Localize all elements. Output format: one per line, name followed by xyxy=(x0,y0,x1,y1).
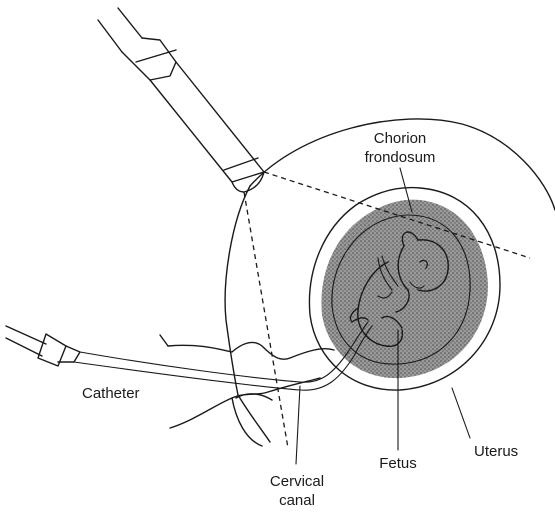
catheter-label: Catheter xyxy=(82,385,140,402)
cervical-canal-label-line1: Cervical xyxy=(270,473,324,490)
uterus-label: Uterus xyxy=(474,443,518,460)
fetus-label: Fetus xyxy=(379,455,417,472)
chorion-frondosum-region xyxy=(321,200,488,378)
cervical-canal-label-line2: canal xyxy=(279,492,315,509)
catheter xyxy=(6,322,372,390)
chorion-frondosum-label-line2: frondosum xyxy=(365,149,436,166)
ultrasound-transducer xyxy=(98,8,264,192)
chorion-frondosum-label-line1: Chorion xyxy=(374,130,427,147)
